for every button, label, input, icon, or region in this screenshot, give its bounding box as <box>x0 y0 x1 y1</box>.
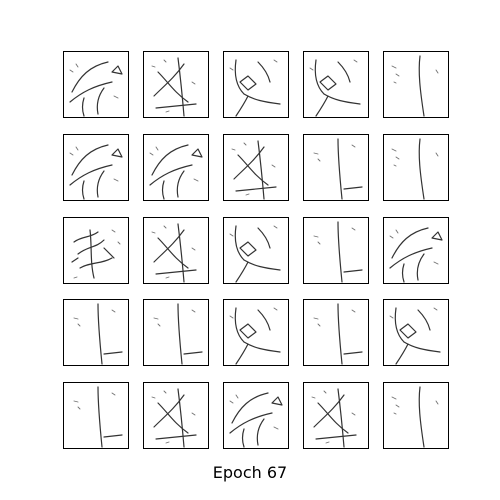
sample-tile-r2-c2 <box>143 134 209 201</box>
sample-tile-r5-c1 <box>63 382 129 449</box>
sketch-image <box>229 307 281 365</box>
epoch-caption: Epoch 67 <box>212 463 288 482</box>
sample-tile-r4-c2 <box>143 299 209 366</box>
sketch-image <box>151 388 197 448</box>
sample-tile-r1-c5 <box>383 51 449 118</box>
sample-tile-r2-c1 <box>63 134 129 201</box>
sketch-image <box>149 144 203 200</box>
sketch-image <box>313 138 363 200</box>
sketch-image <box>391 138 439 200</box>
sample-tile-r3-c1 <box>63 217 129 284</box>
sample-tile-r1-c1 <box>63 51 129 118</box>
sample-tile-r5-c4 <box>303 382 369 449</box>
sample-tile-r2-c4 <box>303 134 369 201</box>
sample-tile-r5-c3 <box>223 382 289 449</box>
sketch-image <box>229 225 281 283</box>
sketch-image <box>153 303 203 365</box>
sketch-image <box>71 229 121 279</box>
sample-tile-r4-c5 <box>383 299 449 366</box>
sketch-image <box>73 303 123 365</box>
sample-tile-r4-c3 <box>223 299 289 366</box>
sketch-image <box>391 55 439 117</box>
sketch-image <box>389 227 443 283</box>
sketch-image <box>313 303 363 365</box>
sketch-image <box>151 223 197 283</box>
sample-tile-r2-c5 <box>383 134 449 201</box>
sample-tile-r3-c2 <box>143 217 209 284</box>
sample-tile-r3-c3 <box>223 217 289 284</box>
sketch-image <box>73 386 123 448</box>
sketch-image <box>231 140 277 200</box>
sketch-image <box>311 388 357 448</box>
sample-tile-r1-c4 <box>303 51 369 118</box>
sample-tile-r3-c5 <box>383 217 449 284</box>
sample-tile-r1-c3 <box>223 51 289 118</box>
sample-tile-r1-c2 <box>143 51 209 118</box>
sample-tile-r4-c4 <box>303 299 369 366</box>
sketch-image <box>69 61 123 117</box>
sample-tile-r5-c5 <box>383 382 449 449</box>
sketch-image <box>229 392 283 448</box>
sample-tile-r5-c2 <box>143 382 209 449</box>
sketch-image <box>151 57 197 117</box>
sample-tile-r3-c4 <box>303 217 369 284</box>
sketch-image <box>229 59 281 117</box>
sample-tile-r2-c3 <box>223 134 289 201</box>
sketch-image <box>313 221 363 283</box>
sample-tile-r4-c1 <box>63 299 129 366</box>
sketch-image <box>69 144 123 200</box>
sketch-image <box>389 307 441 365</box>
sketch-image <box>309 59 361 117</box>
sketch-image <box>391 386 439 448</box>
